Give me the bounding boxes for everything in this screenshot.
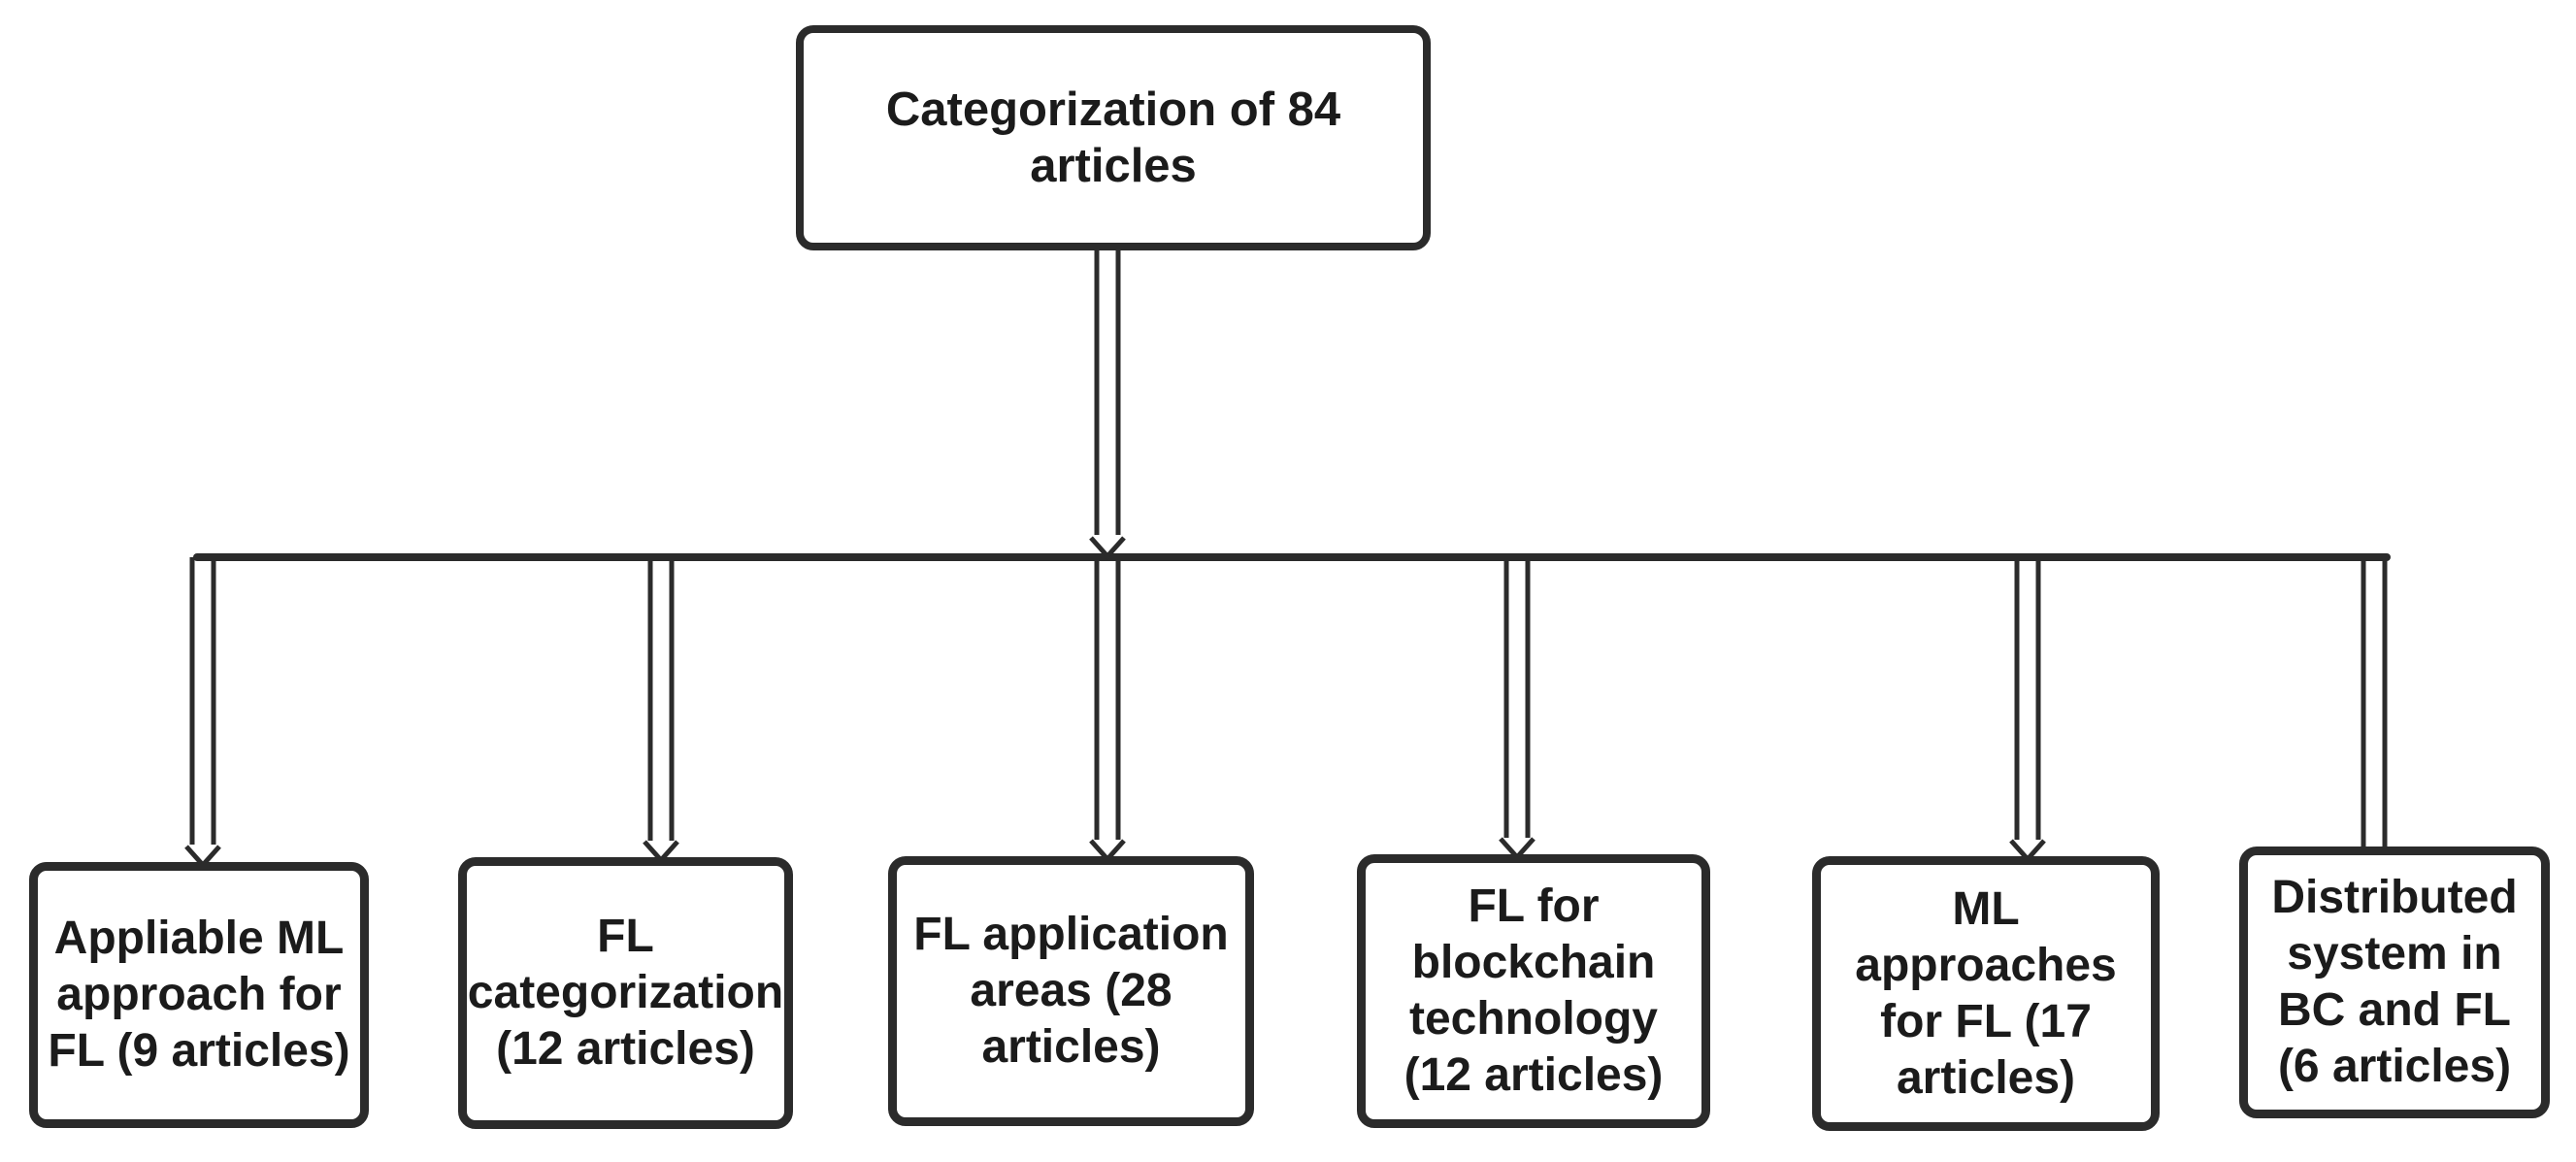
child-box-distributed-system: Distributed system in BC and FL (6 artic… — [2239, 847, 2550, 1118]
child-box-ml-approaches: ML approaches for FL (17 articles) — [1812, 856, 2160, 1131]
child-box-fl-categorization: FL categorization (12 articles) — [458, 857, 793, 1129]
child-box-fl-application-areas: FL application areas (28 articles) — [888, 856, 1254, 1126]
connector-3-shaft — [1094, 557, 1121, 840]
connector-2-shaft — [647, 557, 675, 841]
child-box-fl-blockchain-technology: FL for blockchain technology (12 article… — [1357, 854, 1710, 1128]
root-connector-arrowhead — [1089, 536, 1126, 560]
child-box-appliable-ml: Appliable ML approach for FL (9 articles… — [29, 862, 369, 1128]
root-box-categorization: Categorization of 84 articles — [796, 25, 1431, 250]
connector-4-shaft — [1503, 557, 1531, 838]
root-connector-shaft — [1094, 245, 1121, 535]
connector-1-shaft — [189, 557, 216, 845]
connector-5-shaft — [2014, 557, 2041, 840]
connector-6-shaft — [2361, 557, 2388, 850]
